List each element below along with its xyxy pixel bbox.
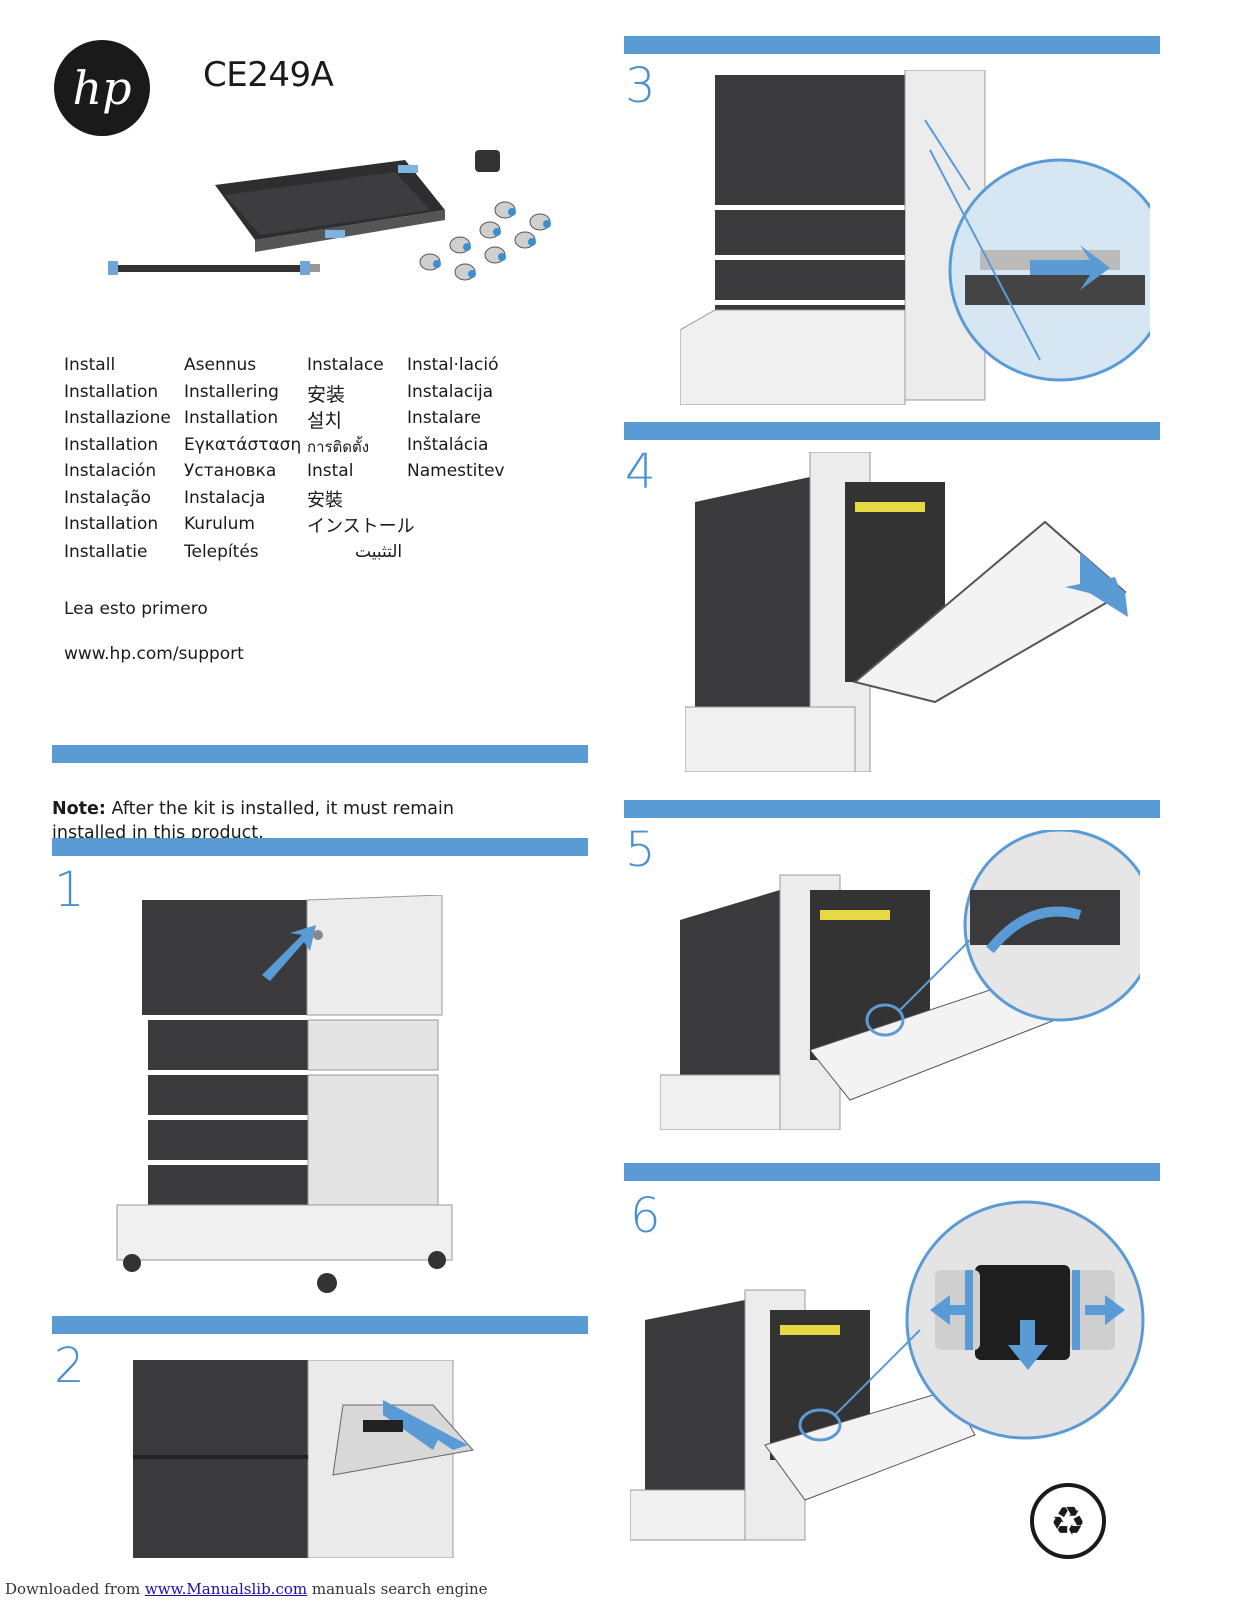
install-label: Instal·lació: [407, 355, 499, 375]
support-url[interactable]: www.hp.com/support: [64, 644, 244, 664]
product-code: CE249A: [203, 55, 334, 95]
install-label: Instalacja: [184, 488, 266, 508]
step-6-illustration: [630, 1200, 1145, 1541]
step-2-illustration: [133, 1360, 474, 1558]
install-label: Installering: [184, 382, 279, 402]
step-number-4: 4: [625, 444, 656, 500]
footer-suffix: manuals search engine: [307, 1580, 488, 1598]
install-label: Telepítés: [184, 542, 259, 562]
step-5-illustration: [660, 830, 1140, 1130]
install-label: Installazione: [64, 408, 171, 428]
install-label: Installation: [64, 382, 159, 402]
read-first-text: Lea esto primero: [64, 599, 208, 619]
svg-text:hp: hp: [72, 61, 131, 115]
install-label: Namestitev: [407, 461, 505, 481]
step-number-5: 5: [625, 822, 656, 878]
note-label: Note:: [52, 799, 106, 819]
hp-logo: hp: [52, 38, 152, 138]
step-5-bar: [624, 800, 1160, 818]
install-label: Instalación: [64, 461, 157, 481]
step-3-illustration: [680, 70, 1150, 405]
install-label: Установка: [184, 461, 277, 481]
download-footer: Downloaded from www.Manualslib.com manua…: [5, 1580, 488, 1598]
install-label: Instalace: [307, 355, 384, 375]
install-label: Installation: [64, 435, 159, 455]
install-label: التثبيت: [355, 542, 403, 562]
step-4-illustration: [685, 452, 1128, 772]
install-label: Kurulum: [184, 514, 255, 534]
step-1-illustration: [116, 895, 453, 1293]
step-6-bar: [624, 1163, 1160, 1181]
install-label: การติดตั้ง: [307, 438, 370, 456]
step-number-1: 1: [54, 862, 85, 918]
install-label: Install: [64, 355, 116, 375]
recycle-icon: ♻: [1030, 1483, 1106, 1559]
install-label: Installatie: [64, 542, 148, 562]
step-number-2: 2: [54, 1338, 85, 1394]
kit-parts-illustration: [108, 150, 551, 281]
step-4-bar: [624, 422, 1160, 440]
install-label: Instal: [307, 461, 354, 481]
install-label: 安裝: [307, 490, 343, 511]
install-label: 安装: [307, 384, 346, 406]
step-3-bar: [624, 36, 1160, 54]
svg-text:♻: ♻: [1050, 1499, 1086, 1545]
step-2-bar: [52, 1316, 588, 1334]
install-label: Installation: [184, 408, 279, 428]
install-label: Εγκατάσταση: [184, 435, 302, 455]
install-label: 설치: [307, 410, 342, 432]
note-text: After the kit is installed, it must rema…: [52, 799, 454, 843]
install-label: Instalare: [407, 408, 481, 428]
install-label: インストール: [307, 516, 415, 537]
step-1-bar: [52, 838, 588, 856]
section-divider: [52, 745, 588, 763]
manualslib-link[interactable]: www.Manualslib.com: [144, 1580, 308, 1598]
step-number-3: 3: [625, 58, 656, 114]
step-number-6: 6: [630, 1188, 661, 1244]
install-label: Instalação: [64, 488, 152, 508]
install-label: Installation: [64, 514, 159, 534]
install-label: Instalacija: [407, 382, 494, 402]
footer-prefix: Downloaded from: [5, 1580, 145, 1598]
install-label: Asennus: [184, 355, 257, 375]
install-label: Inštalácia: [407, 435, 489, 455]
